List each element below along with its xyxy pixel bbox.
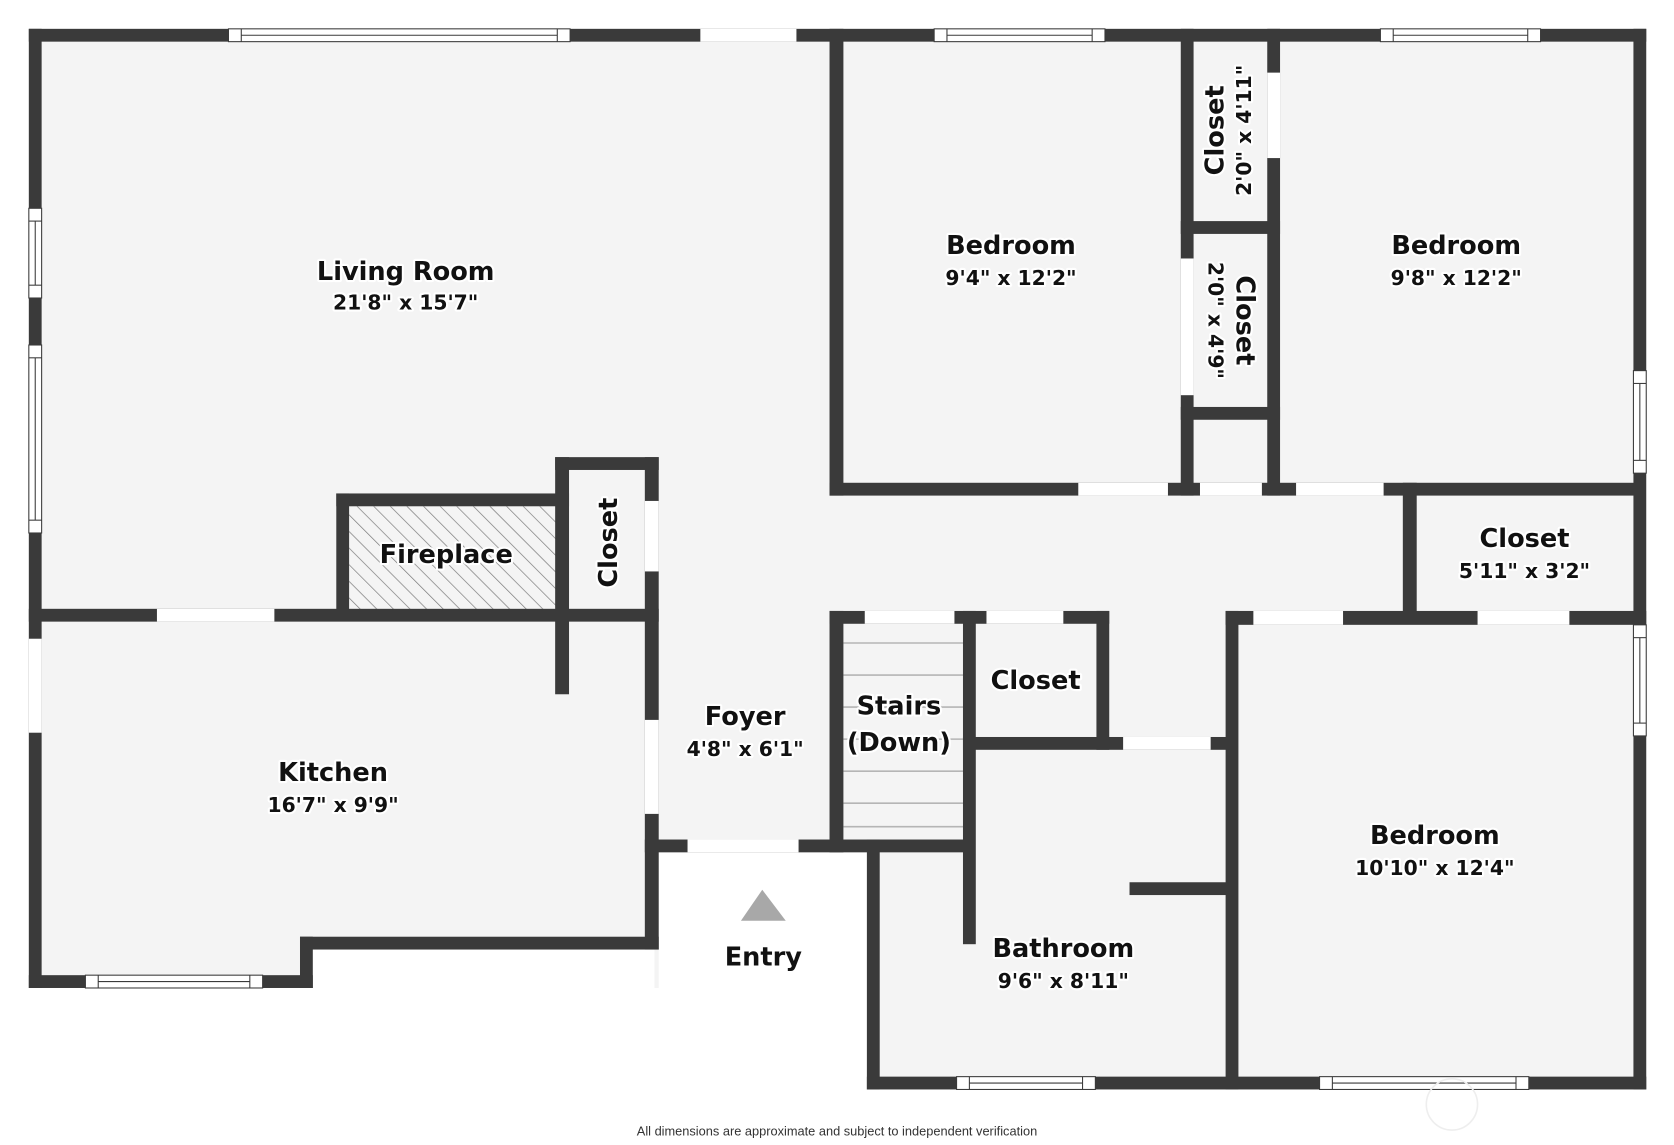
room-dims: 9'6" x 8'11" (998, 969, 1129, 993)
room-name: Kitchen (278, 758, 388, 788)
room-stairs: Stairs (Down) (845, 689, 953, 760)
room-name: Closet (1229, 275, 1259, 365)
fireplace-label: Fireplace (380, 540, 513, 570)
room-dims: 10'10" x 12'4" (1355, 856, 1514, 880)
room-living: Living Room 21'8" x 15'7" (315, 255, 497, 317)
closet-top: Closet 2'0" x 4'11" (1198, 63, 1258, 199)
room-name: Bathroom (992, 934, 1134, 964)
closet-mid: Closet 2'0" x 4'9" (1201, 260, 1261, 381)
room-bathroom: Bathroom 9'6" x 8'11" (990, 932, 1136, 995)
room-dims: 2'0" x 4'11" (1232, 65, 1256, 196)
windows (28, 28, 1647, 1090)
room-name: Stairs (857, 692, 942, 722)
room-name: Closet (1200, 85, 1230, 175)
room-dims: 4'8" x 6'1" (687, 737, 804, 761)
entry-arrow-icon (740, 889, 786, 921)
room-foyer: Foyer 4'8" x 6'1" (685, 700, 806, 763)
room-name: Bedroom (1370, 821, 1500, 851)
room-bedroom-1: Bedroom 9'4" x 12'2" (943, 229, 1078, 292)
stairs-treads (843, 642, 963, 828)
room-dims: 9'4" x 12'2" (945, 266, 1076, 290)
entry-label: Entry (725, 943, 803, 973)
room-sub: (Down) (847, 728, 951, 758)
room-dims: 9'8" x 12'2" (1391, 266, 1522, 290)
room-dims: 16'7" x 9'9" (267, 793, 398, 817)
room-name: Closet (1480, 524, 1570, 554)
room-dims: 2'0" x 4'9" (1204, 262, 1228, 379)
disclaimer-text: All dimensions are approximate and subje… (637, 1123, 1037, 1138)
room-name: Bedroom (946, 231, 1076, 261)
watermark-circle (1425, 1077, 1479, 1131)
room-name: Bedroom (1391, 231, 1521, 261)
room-name: Foyer (705, 702, 786, 732)
door-openings (28, 28, 1570, 853)
room-kitchen: Kitchen 16'7" x 9'9" (265, 756, 400, 819)
room-bedroom-3: Bedroom 10'10" x 12'4" (1353, 819, 1517, 882)
room-dims: 21'8" x 15'7" (333, 291, 478, 315)
closet-hall-label: Closet (991, 666, 1081, 696)
fireplace-hatch (349, 506, 560, 610)
closet-right: Closet 5'11" x 3'2" (1457, 522, 1592, 585)
room-dims: 5'11" x 3'2" (1459, 559, 1590, 583)
room-name: Living Room (317, 257, 495, 287)
room-bedroom-2: Bedroom 9'8" x 12'2" (1388, 229, 1523, 292)
closet-living-label: Closet (594, 498, 624, 588)
